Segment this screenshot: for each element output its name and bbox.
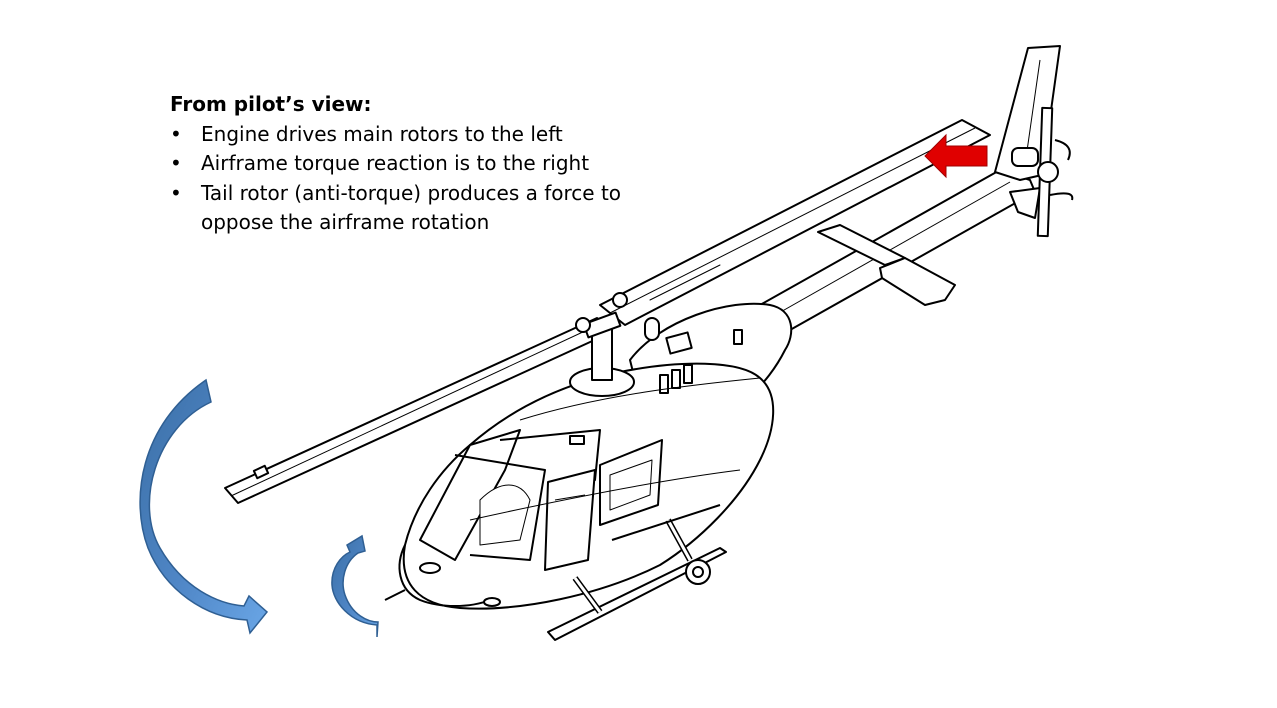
list-item: • Tail rotor (anti-torque) produces a fo…	[170, 179, 650, 238]
bullet-marker: •	[170, 120, 182, 150]
list-item: • Engine drives main rotors to the left	[170, 120, 650, 150]
bullet-list: • Engine drives main rotors to the left …	[170, 120, 650, 238]
large-curved-arrow-icon	[140, 380, 267, 633]
explanation-textbox: From pilot’s view: • Engine drives main …	[170, 90, 650, 238]
small-curved-arrow-icon	[332, 536, 378, 637]
list-item: • Airframe torque reaction is to the rig…	[170, 149, 650, 179]
bullet-text: Airframe torque reaction is to the right	[201, 151, 589, 175]
heading: From pilot’s view:	[170, 90, 650, 120]
bullet-text: Tail rotor (anti-torque) produces a forc…	[201, 181, 621, 235]
bullet-marker: •	[170, 149, 182, 179]
bullet-marker: •	[170, 179, 182, 209]
tail-boom	[760, 46, 1072, 330]
bullet-text: Engine drives main rotors to the left	[201, 122, 563, 146]
